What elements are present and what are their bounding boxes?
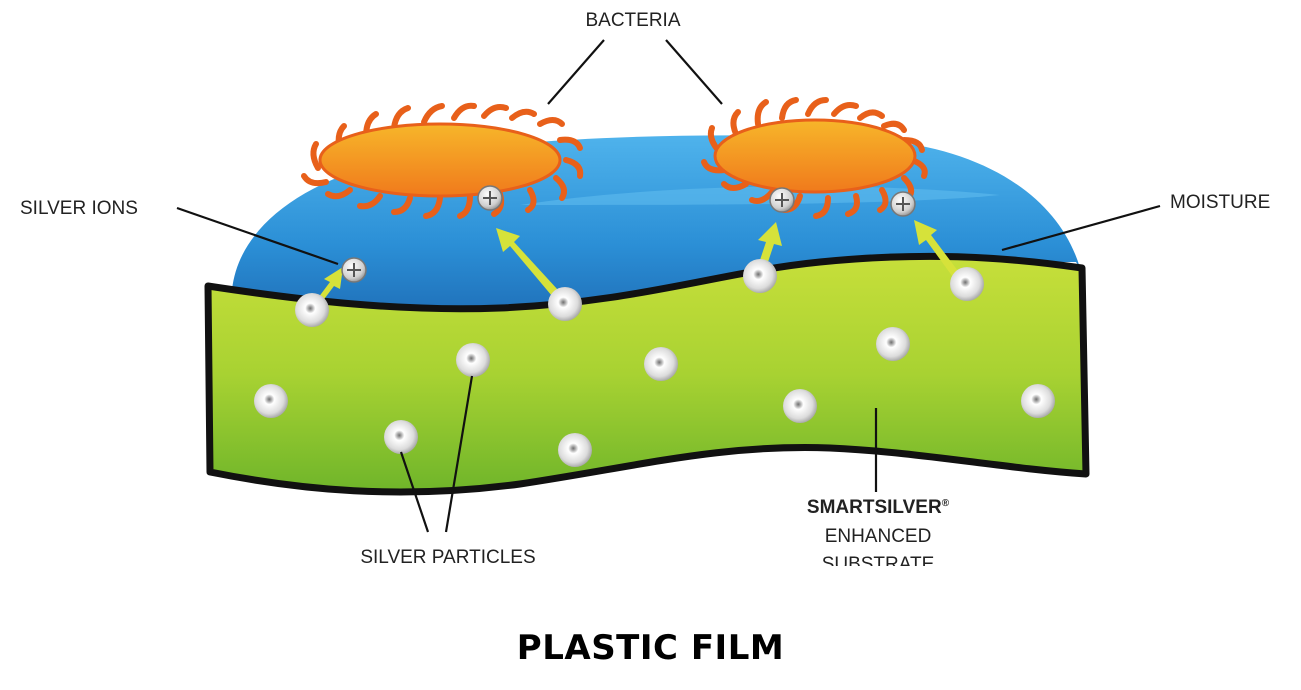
silver-particle-icon: [950, 267, 984, 301]
silver-particle-icon: [783, 389, 817, 423]
label-substrate-brand: SMARTSILVER®: [807, 497, 950, 518]
label-silver-particles: SILVER PARTICLES: [360, 547, 535, 568]
silver-particle-icon: [876, 327, 910, 361]
silver-ion-icon: [342, 258, 366, 282]
silver-ion-icon: [478, 186, 502, 210]
silver-ion-icon: [770, 188, 794, 212]
silver-particle-icon: [558, 433, 592, 467]
label-silver-ions: SILVER IONS: [20, 198, 138, 219]
silver-particle-icon: [384, 420, 418, 454]
text-clip-mask: [780, 566, 980, 580]
label-substrate-line2: ENHANCED: [825, 526, 932, 547]
figure-caption: PLASTIC FILM: [0, 628, 1301, 668]
silver-ion-icon: [891, 192, 915, 216]
silver-particle-icon: [548, 287, 582, 321]
silver-particle-icon: [743, 259, 777, 293]
label-bacteria: BACTERIA: [585, 10, 680, 31]
silver-particle-icon: [1021, 384, 1055, 418]
leader-bacteria-right: [666, 40, 722, 104]
leader-bacteria-left: [548, 40, 604, 104]
silver-particle-icon: [456, 343, 490, 377]
silver-particle-icon: [295, 293, 329, 327]
silver-particle-icon: [254, 384, 288, 418]
registered-mark: ®: [942, 498, 950, 509]
label-moisture: MOISTURE: [1170, 192, 1270, 213]
silver-particle-icon: [644, 347, 678, 381]
